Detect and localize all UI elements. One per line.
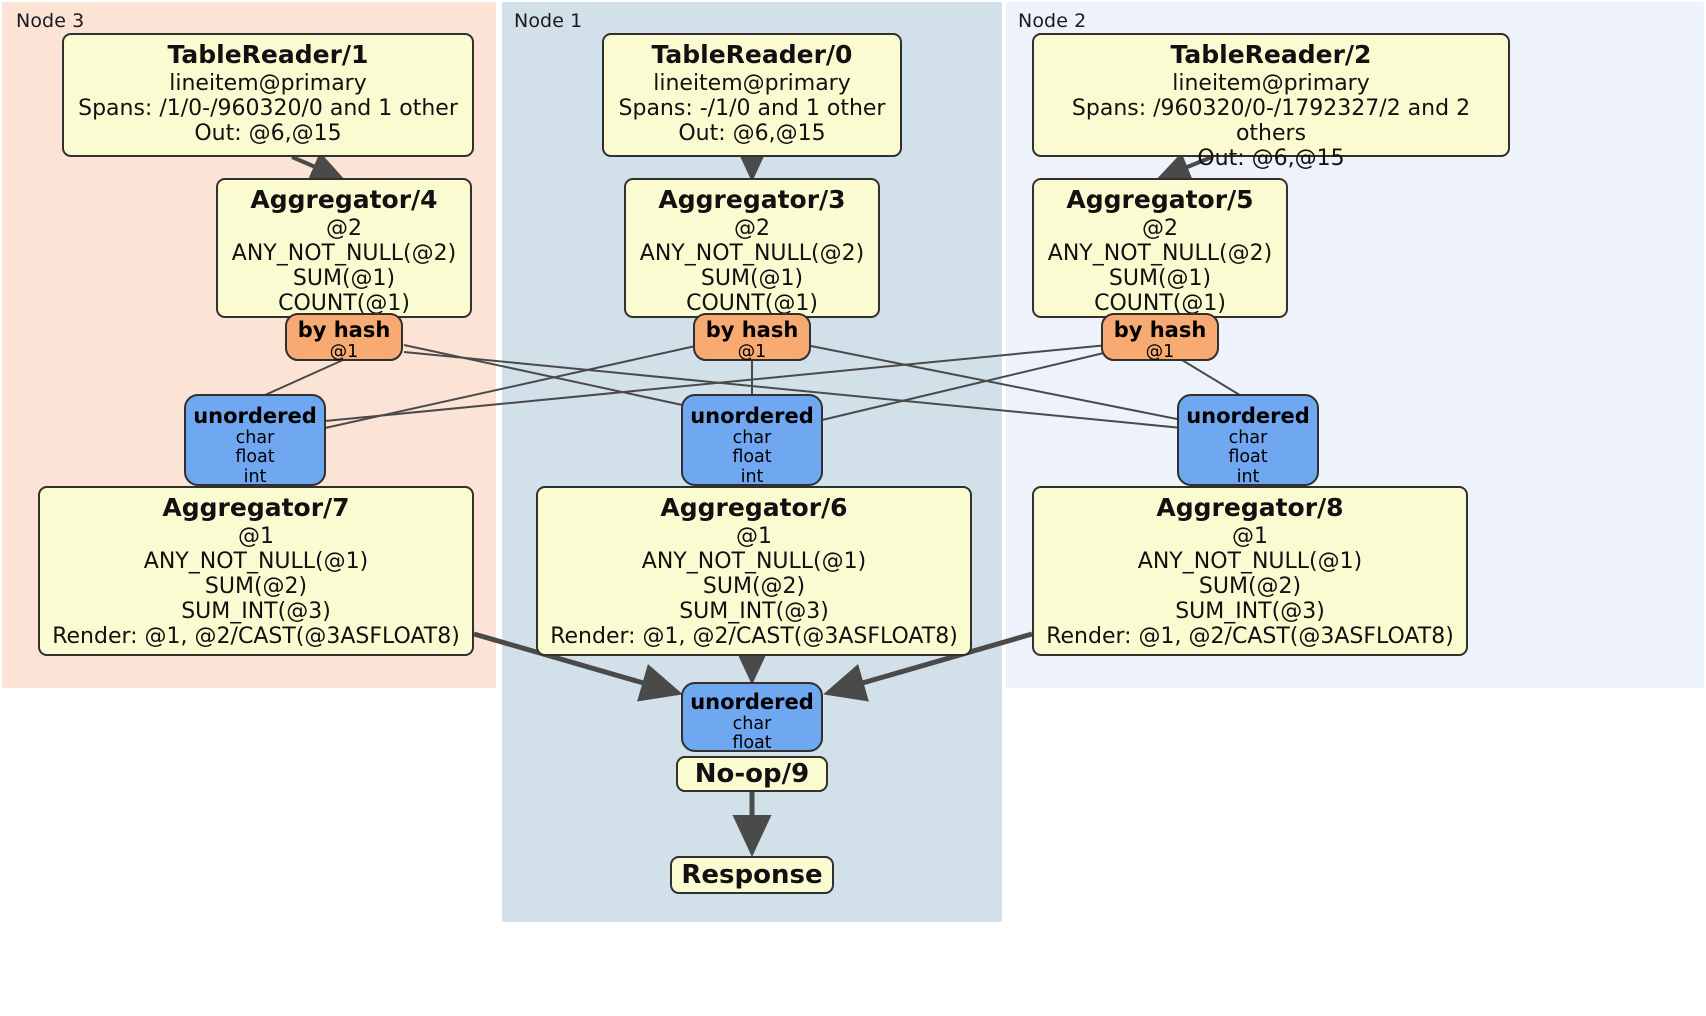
hash-router-left[interactable]: by hash @1 bbox=[285, 313, 403, 361]
hash-router-right[interactable]: by hash @1 bbox=[1101, 313, 1219, 361]
aggregator-7[interactable]: Aggregator/7 @1 ANY_NOT_NULL(@1) SUM(@2)… bbox=[38, 486, 474, 656]
render-expr: Render: @1, @2/CAST(@3ASFLOAT8) bbox=[1046, 623, 1454, 649]
col-type-2: float bbox=[732, 447, 772, 468]
table-reader-node-2[interactable]: TableReader/2 lineitem@primary Spans: /9… bbox=[1032, 33, 1510, 171]
node-spans: Spans: /960320/0-/1792327/2 and 2 others bbox=[1071, 95, 1471, 146]
agg-func-1: ANY_NOT_NULL(@1) bbox=[143, 548, 369, 574]
router-type: by hash bbox=[1113, 318, 1207, 342]
node-title: Aggregator/4 bbox=[250, 185, 438, 214]
router-type: by hash bbox=[705, 318, 799, 342]
node-table: lineitem@primary bbox=[653, 70, 851, 96]
agg-func-3: SUM_INT(@3) bbox=[1175, 598, 1325, 624]
group-cols: @1 bbox=[1232, 523, 1268, 549]
agg-func-1: ANY_NOT_NULL(@1) bbox=[641, 548, 867, 574]
hash-router-center[interactable]: by hash @1 bbox=[693, 313, 811, 361]
group-cols: @1 bbox=[736, 523, 772, 549]
region-label-node-1: Node 1 bbox=[514, 10, 583, 32]
agg-func-3: COUNT(@1) bbox=[686, 290, 818, 316]
agg-func-3: COUNT(@1) bbox=[1094, 290, 1226, 316]
agg-func-2: SUM(@1) bbox=[700, 265, 804, 291]
group-cols: @2 bbox=[734, 215, 770, 241]
node-spans: Spans: -/1/0 and 1 other bbox=[618, 95, 886, 121]
aggregator-6[interactable]: Aggregator/6 @1 ANY_NOT_NULL(@1) SUM(@2)… bbox=[536, 486, 972, 656]
region-label-node-3: Node 3 bbox=[16, 10, 85, 32]
col-type-1: char bbox=[1228, 427, 1268, 448]
node-title: TableReader/0 bbox=[651, 40, 853, 69]
node-out: Out: @6,@15 bbox=[1197, 145, 1345, 171]
router-type: by hash bbox=[297, 318, 391, 342]
agg-func-2: SUM(@1) bbox=[1108, 265, 1212, 291]
sync-type: unordered bbox=[1186, 404, 1310, 428]
col-type-2: float bbox=[732, 733, 772, 754]
sync-type: unordered bbox=[193, 404, 317, 428]
table-reader-node-0[interactable]: TableReader/0 lineitem@primary Spans: -/… bbox=[602, 33, 902, 157]
region-label-node-2: Node 2 bbox=[1018, 10, 1087, 32]
no-op-label: No-op/9 bbox=[694, 759, 810, 789]
node-out: Out: @6,@15 bbox=[194, 120, 342, 146]
group-cols: @2 bbox=[1142, 215, 1178, 241]
node-title: Aggregator/8 bbox=[1156, 493, 1344, 522]
node-title: Aggregator/3 bbox=[658, 185, 846, 214]
aggregator-5[interactable]: Aggregator/5 @2 ANY_NOT_NULL(@2) SUM(@1)… bbox=[1032, 178, 1288, 318]
agg-func-2: SUM(@2) bbox=[1198, 573, 1302, 599]
node-spans: Spans: /1/0-/960320/0 and 1 other bbox=[78, 95, 458, 121]
node-out: Out: @6,@15 bbox=[678, 120, 826, 146]
agg-func-3: SUM_INT(@3) bbox=[181, 598, 331, 624]
unordered-sync-final[interactable]: unordered char float bbox=[681, 682, 823, 754]
render-expr: Render: @1, @2/CAST(@3ASFLOAT8) bbox=[550, 623, 958, 649]
agg-func-1: ANY_NOT_NULL(@2) bbox=[1047, 240, 1273, 266]
aggregator-3[interactable]: Aggregator/3 @2 ANY_NOT_NULL(@2) SUM(@1)… bbox=[624, 178, 880, 318]
col-type-1: char bbox=[732, 427, 772, 448]
col-type-2: float bbox=[235, 447, 275, 468]
sync-type: unordered bbox=[690, 690, 814, 714]
unordered-sync-center[interactable]: unordered char float int bbox=[681, 394, 823, 486]
aggregator-8[interactable]: Aggregator/8 @1 ANY_NOT_NULL(@1) SUM(@2)… bbox=[1032, 486, 1468, 656]
col-type-3: int bbox=[1236, 466, 1260, 487]
agg-func-1: ANY_NOT_NULL(@2) bbox=[231, 240, 457, 266]
agg-func-3: COUNT(@1) bbox=[278, 290, 410, 316]
col-type-3: int bbox=[243, 466, 267, 487]
agg-func-2: SUM(@1) bbox=[292, 265, 396, 291]
col-type-3: int bbox=[740, 466, 764, 487]
render-expr: Render: @1, @2/CAST(@3ASFLOAT8) bbox=[52, 623, 460, 649]
agg-func-1: ANY_NOT_NULL(@2) bbox=[639, 240, 865, 266]
unordered-sync-right[interactable]: unordered char float int bbox=[1177, 394, 1319, 486]
no-op-node[interactable]: No-op/9 bbox=[676, 756, 828, 792]
agg-func-1: ANY_NOT_NULL(@1) bbox=[1137, 548, 1363, 574]
table-reader-node-1[interactable]: TableReader/1 lineitem@primary Spans: /1… bbox=[62, 33, 474, 157]
node-title: Aggregator/6 bbox=[660, 493, 848, 522]
agg-func-2: SUM(@2) bbox=[204, 573, 308, 599]
unordered-sync-left[interactable]: unordered char float int bbox=[184, 394, 326, 486]
aggregator-4[interactable]: Aggregator/4 @2 ANY_NOT_NULL(@2) SUM(@1)… bbox=[216, 178, 472, 318]
node-title: TableReader/2 bbox=[1170, 40, 1372, 69]
router-column: @1 bbox=[1145, 341, 1175, 362]
node-table: lineitem@primary bbox=[1172, 70, 1370, 96]
agg-func-3: SUM_INT(@3) bbox=[679, 598, 829, 624]
sync-type: unordered bbox=[690, 404, 814, 428]
agg-func-2: SUM(@2) bbox=[702, 573, 806, 599]
router-column: @1 bbox=[329, 341, 359, 362]
node-table: lineitem@primary bbox=[169, 70, 367, 96]
group-cols: @2 bbox=[326, 215, 362, 241]
col-type-1: char bbox=[732, 713, 772, 734]
col-type-2: float bbox=[1228, 447, 1268, 468]
col-type-1: char bbox=[235, 427, 275, 448]
response-label: Response bbox=[681, 860, 823, 890]
node-title: Aggregator/5 bbox=[1066, 185, 1254, 214]
response-node[interactable]: Response bbox=[670, 856, 834, 894]
node-title: TableReader/1 bbox=[167, 40, 369, 69]
group-cols: @1 bbox=[238, 523, 274, 549]
router-column: @1 bbox=[737, 341, 767, 362]
node-title: Aggregator/7 bbox=[162, 493, 350, 522]
